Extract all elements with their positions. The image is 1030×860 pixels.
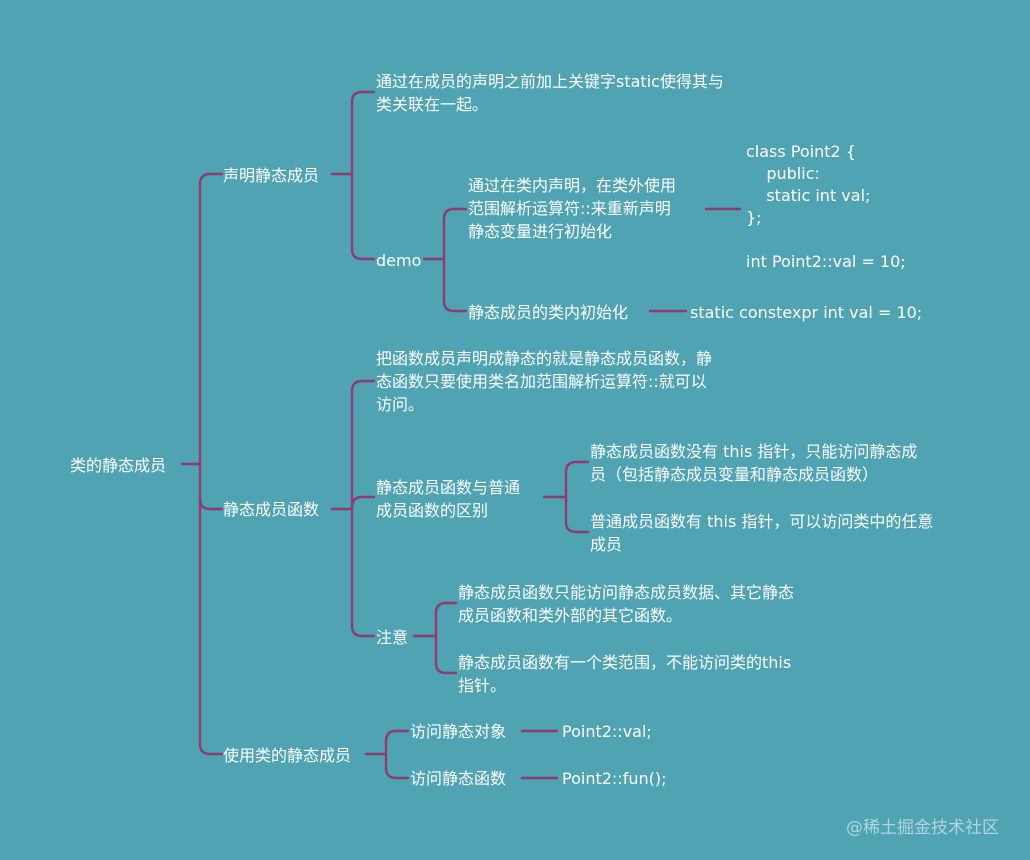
node-demo-note-out-of-class: 通过在类内声明，在类外使用 范围解析运算符::来重新声明 静态变量进行初始化 [468, 176, 677, 241]
node-difference-no-this: 静态成员函数没有 this 指针，只能访问静态成 员（包括静态成员变量和静态成员… [590, 442, 918, 484]
node-access-static-object: 访问静态对象 [410, 722, 507, 741]
node-difference-has-this: 普通成员函数有 this 指针，可以访问类中的任意 成员 [590, 512, 934, 554]
node-declare-description: 通过在成员的声明之前加上关键字static使得其与 类关联在一起。 [376, 72, 724, 114]
connector-use [364, 729, 410, 780]
connector-difference [542, 460, 590, 534]
node-demo: demo [376, 251, 422, 270]
node-demo-note-in-class: 静态成员的类内初始化 [468, 303, 629, 322]
root-node: 类的静态成员 [70, 456, 167, 475]
node-static-member-functions: 静态成员函数 [223, 500, 320, 519]
connector-note [412, 601, 458, 675]
node-function-difference: 静态成员函数与普通 成员函数的区别 [376, 478, 521, 520]
connector-demo [422, 207, 468, 313]
node-access-static-function: 访问静态函数 [410, 769, 507, 788]
node-declare-static-members: 声明静态成员 [223, 166, 320, 185]
node-function-description: 把函数成员声明成静态的就是静态成员函数，静 态函数只要使用类名加范围解析运算符:… [376, 349, 713, 414]
node-note-access-limits: 静态成员函数只能访问静态成员数据、其它静态 成员函数和类外部的其它函数。 [458, 583, 795, 625]
code-access-function: Point2::fun(); [562, 769, 667, 788]
code-access-object: Point2::val; [562, 722, 652, 741]
connector-root [180, 172, 224, 756]
code-block-point2: class Point2 { public: static int val; }… [746, 142, 906, 271]
node-note-class-scope: 静态成员函数有一个类范围，不能访问类的this 指针。 [458, 653, 792, 695]
connector-function [330, 379, 376, 638]
connector-declare [330, 90, 376, 261]
node-note: 注意 [376, 628, 409, 647]
watermark: @稀土掘金技术社区 [846, 818, 999, 838]
code-constexpr: static constexpr int val = 10; [690, 303, 923, 322]
node-use-static-members: 使用类的静态成员 [223, 746, 352, 765]
